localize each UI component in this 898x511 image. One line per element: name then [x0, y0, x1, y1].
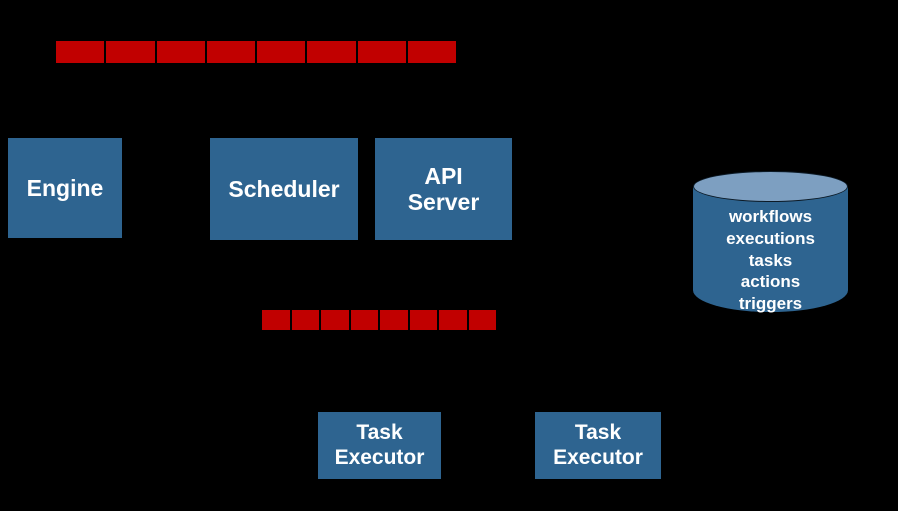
database-table-executions: executions: [726, 228, 815, 248]
bus-segment: [407, 41, 456, 63]
component-box-api-server: API Server: [375, 138, 512, 240]
api-server-line-2: Server: [407, 189, 480, 215]
component-label-engine: Engine: [26, 174, 104, 201]
bus-segment: [350, 310, 380, 330]
bus-segment: [156, 41, 207, 63]
message-bus-bottom: [262, 310, 496, 330]
bus-segment: [357, 41, 408, 63]
component-box-task-executor-1: Task Executor: [318, 412, 441, 479]
bus-segment: [206, 41, 257, 63]
database-table-actions: actions: [740, 272, 801, 292]
task-executor-1-line-2: Executor: [334, 445, 425, 469]
component-label-scheduler: Scheduler: [228, 175, 340, 202]
bus-segment: [307, 41, 358, 63]
component-label-task-executor-1: Task Executor: [335, 421, 425, 469]
bus-segment: [56, 41, 107, 63]
bus-segment: [262, 310, 292, 330]
database-table-triggers: triggers: [738, 294, 803, 313]
task-executor-2-line-2: Executor: [553, 445, 643, 469]
bus-segment: [468, 310, 496, 330]
api-server-line-1: API: [424, 162, 463, 189]
bus-segment: [257, 41, 308, 63]
database-table-tasks: tasks: [748, 250, 793, 270]
message-bus-top: [56, 41, 456, 63]
bus-segment: [409, 310, 439, 330]
task-executor-1-line-1: Task: [356, 421, 403, 445]
bus-segment: [321, 310, 351, 330]
component-label-task-executor-2: Task Executor: [553, 421, 643, 469]
component-label-api-server: API Server: [408, 163, 480, 216]
bus-segment: [439, 310, 469, 330]
component-box-engine: Engine: [8, 138, 122, 238]
task-executor-2-line-1: Task: [574, 421, 622, 445]
bus-segment: [380, 310, 410, 330]
database-cylinder: workflows executions tasks actions trigg…: [693, 171, 848, 327]
database-cylinder-body: [693, 186, 848, 312]
bus-segment: [106, 41, 157, 63]
database-cylinder-top-ellipse: [693, 171, 848, 202]
component-box-scheduler: Scheduler: [210, 138, 358, 240]
component-box-task-executor-2: Task Executor: [535, 412, 661, 479]
bus-segment: [291, 310, 321, 330]
database-table-list: workflows executions tasks actions trigg…: [693, 206, 848, 315]
database-table-workflows: workflows: [728, 207, 813, 226]
